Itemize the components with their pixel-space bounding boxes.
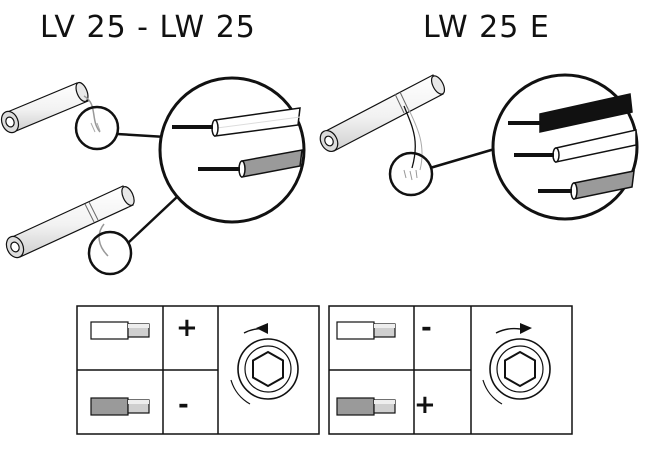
- motor-tube-upper: [0, 81, 89, 134]
- wire-grey-icon: [90, 397, 150, 416]
- magnified-detail-left: [158, 76, 306, 224]
- detail-marker-upper: [74, 105, 120, 151]
- rotation-ccw-icon: [230, 323, 299, 405]
- wiring-table-right: [328, 305, 573, 435]
- motor-tube-right: [319, 74, 446, 153]
- cable-lower: [98, 223, 109, 257]
- polarity-left-row1: +: [176, 313, 198, 343]
- wire-white-icon: [336, 321, 396, 340]
- wire-grey-icon: [336, 397, 396, 416]
- polarity-right-row1: -: [421, 313, 432, 343]
- cable-right: [403, 105, 416, 169]
- title-lv25-lw25: LV 25 - LW 25: [40, 10, 256, 45]
- motor-tube-lower: [5, 185, 135, 259]
- title-lw25e: LW 25 E: [423, 10, 550, 45]
- magnified-detail-right: [491, 73, 639, 221]
- polarity-right-row2: +: [414, 390, 436, 420]
- detail-marker-lower: [87, 230, 133, 276]
- cable-upper: [83, 95, 101, 133]
- wiring-table-left: [76, 305, 320, 435]
- rotation-cw-icon: [482, 323, 551, 405]
- wire-white-icon: [90, 321, 150, 340]
- detail-marker-right: [388, 151, 434, 197]
- polarity-left-row2: -: [178, 390, 189, 420]
